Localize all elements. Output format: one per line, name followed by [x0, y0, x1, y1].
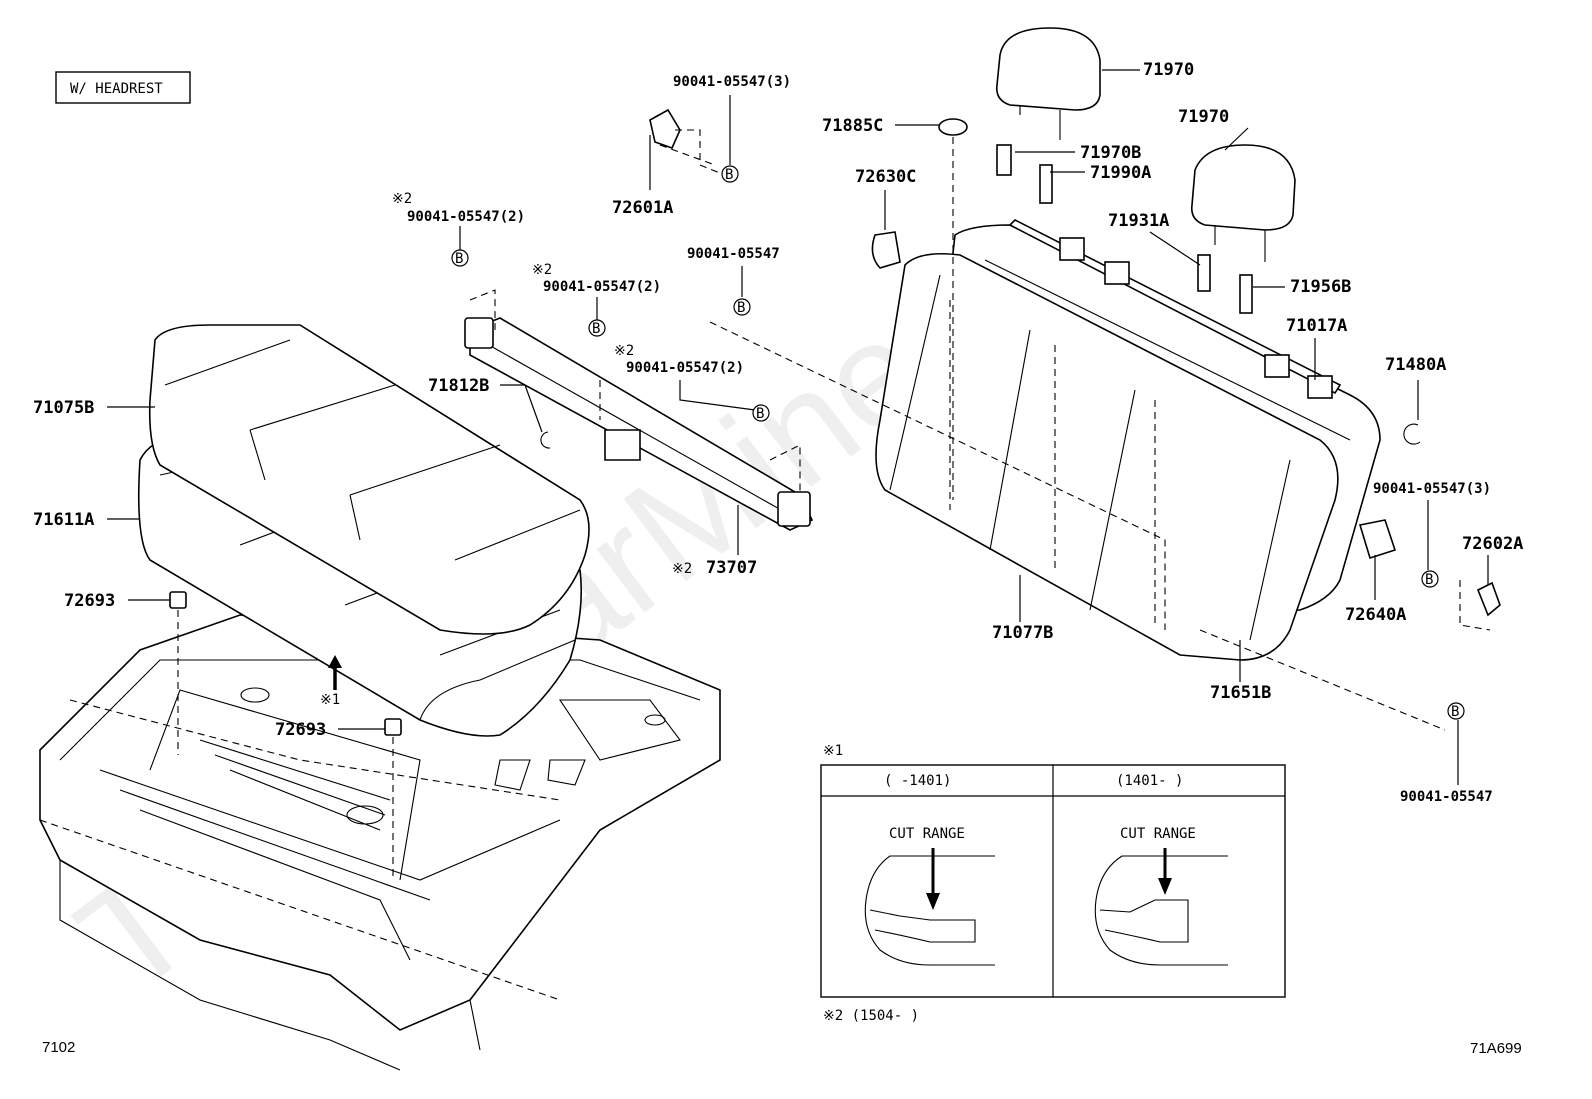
label-72602A: 72602A: [1462, 534, 1523, 554]
cap-71885C: [938, 118, 968, 136]
bracket-72602A: [1459, 580, 1501, 631]
inset-cut-range: ※1 ( -1401) (1401- ) CUT RANGE CUT RANGE: [820, 743, 1286, 998]
bolt-label-bottom: 90041-05547: [1400, 789, 1493, 805]
ring-71812B: [540, 431, 551, 449]
seat-cushion-cover: [148, 324, 590, 635]
bolt-label-right3: 90041-05547(3): [1373, 481, 1491, 497]
label-71990A: 71990A: [1090, 163, 1151, 183]
reference-marks: ※2 ※2 ※2 ※2 ※1: [320, 191, 692, 708]
bolt-label-72601: 90041-05547(3): [673, 74, 791, 90]
bolt-markers: B B B B B B B: [451, 165, 1465, 720]
ring-71480A: [1403, 423, 1421, 445]
mark-1-arrow: ※1: [320, 692, 340, 708]
label-71812B: 71812B: [428, 376, 489, 396]
leader-lines: [107, 69, 1489, 785]
footer-left-code: 7102: [42, 1039, 75, 1056]
label-72640A: 72640A: [1345, 605, 1406, 625]
cover-72640A: [1358, 519, 1397, 560]
b-mark-2: B: [455, 251, 463, 267]
mark-2-mid: ※2: [532, 262, 552, 278]
label-71077B: 71077B: [992, 623, 1053, 643]
footer-right-code: 71A699: [1470, 1040, 1522, 1057]
inset-col2-header: (1401- ): [1116, 773, 1183, 789]
label-71970B: 71970B: [1080, 143, 1141, 163]
bolt-label-low2: 90041-05547(2): [626, 360, 744, 376]
guide-71990A: [1039, 164, 1053, 204]
hinge-bar-73707: [464, 289, 814, 531]
label-72601A: 72601A: [612, 198, 673, 218]
headrest-header-box: W/ HEADREST: [55, 71, 191, 104]
label-71017A: 71017A: [1286, 316, 1347, 336]
label-72693-a: 72693: [64, 591, 115, 611]
headrest-71970-a: [995, 27, 1101, 140]
label-71931A: 71931A: [1108, 211, 1169, 231]
bolt-labels: 90041-05547(3) 90041-05547(2) 90041-0554…: [407, 74, 1493, 805]
label-71956B: 71956B: [1290, 277, 1351, 297]
b-mark-1: B: [725, 167, 733, 183]
mark-2-left: ※2: [392, 191, 412, 207]
footnote-2: ※2 (1504- ): [823, 1008, 919, 1024]
mark-2-low: ※2: [614, 343, 634, 359]
seat-back-cover: [875, 252, 1351, 661]
label-71885C: 71885C: [822, 116, 883, 136]
guide-71970B: [996, 144, 1012, 176]
header-text: W/ HEADREST: [70, 81, 163, 97]
label-72693-b: 72693: [275, 720, 326, 740]
label-73707: 73707: [706, 558, 757, 578]
label-71611A: 71611A: [33, 510, 94, 530]
cover-72630C: [871, 231, 901, 269]
label-71075B: 71075B: [33, 398, 94, 418]
b-mark-4: B: [737, 300, 745, 316]
label-71970-b: 71970: [1178, 107, 1229, 127]
bolt-label-left2: 90041-05547(2): [407, 209, 525, 225]
b-mark-3: B: [592, 321, 600, 337]
headrest-71970-b: [1190, 144, 1296, 262]
b-mark-5: B: [756, 406, 764, 422]
label-71970-a: 71970: [1143, 60, 1194, 80]
headrest-bar-71017A: [1008, 219, 1342, 399]
bracket-72601A: [649, 108, 726, 176]
bolt-label-center: 90041-05547: [687, 246, 780, 262]
mark-2-73707: ※2: [672, 561, 692, 577]
inset-cut-label-1: CUT RANGE: [889, 826, 965, 842]
label-72630C: 72630C: [855, 167, 916, 187]
b-mark-7: B: [1451, 704, 1459, 720]
label-71651B: 71651B: [1210, 683, 1271, 703]
bolt-label-mid2: 90041-05547(2): [543, 279, 661, 295]
inset-col1-header: ( -1401): [884, 773, 951, 789]
b-mark-6: B: [1425, 572, 1433, 588]
cut-arrow: [328, 655, 342, 690]
clip-72693-b: [384, 718, 402, 880]
inset-title: ※1: [823, 743, 843, 759]
guide-71931A: [1197, 254, 1211, 292]
clip-72693-a: [169, 591, 187, 755]
part-labels: 71970 71970 71970B 71990A 71885C 72630C …: [33, 60, 1523, 740]
inset-cut-label-2: CUT RANGE: [1120, 826, 1196, 842]
label-71480A: 71480A: [1385, 355, 1446, 375]
guide-71956B: [1239, 274, 1253, 314]
